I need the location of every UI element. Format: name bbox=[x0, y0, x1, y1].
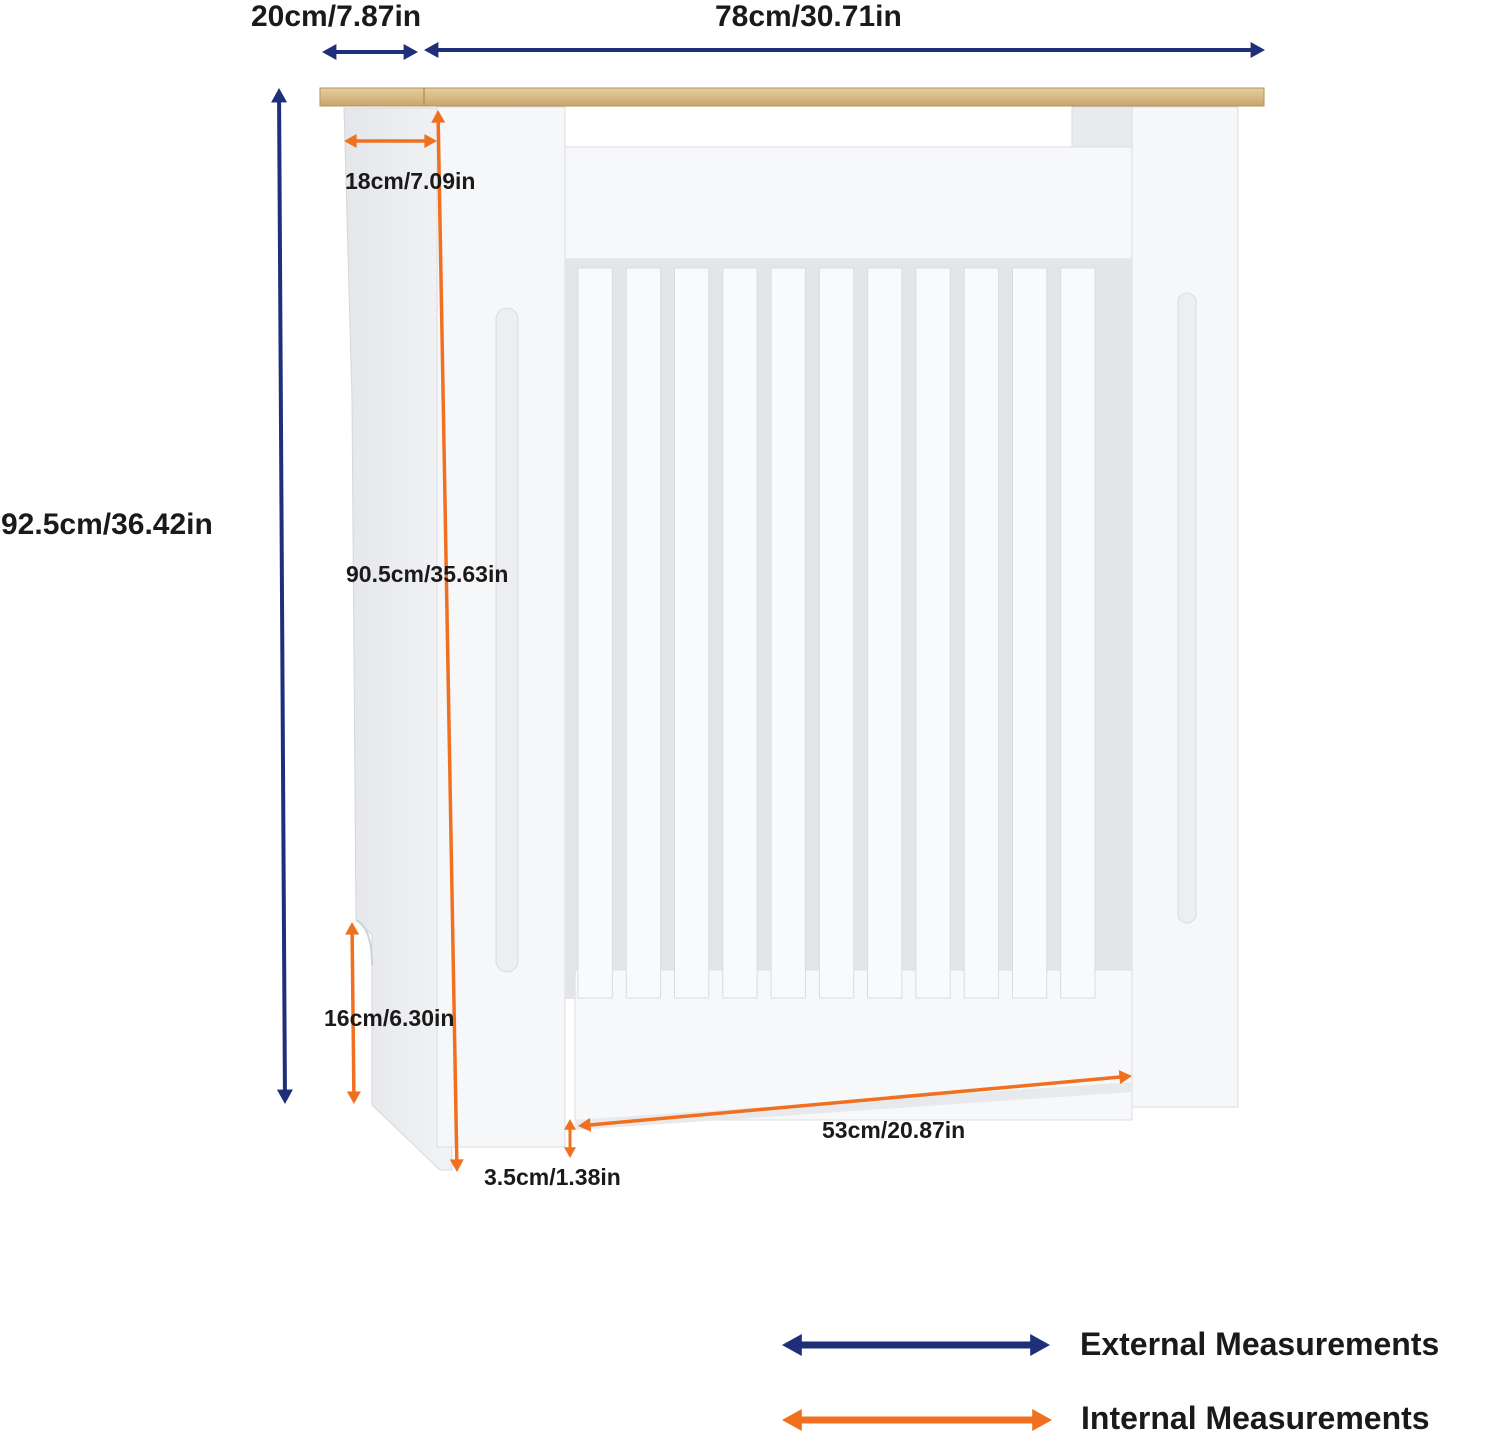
inner-width-arrow bbox=[578, 1070, 1132, 1132]
legend-internal-arrow bbox=[782, 1409, 1052, 1431]
slat bbox=[577, 267, 613, 999]
slat bbox=[1012, 267, 1048, 999]
internal-height-label: 90.5cm/35.63in bbox=[346, 561, 509, 587]
slat bbox=[722, 267, 758, 999]
external-width-arrow bbox=[424, 42, 1265, 58]
external-depth-label: 20cm/7.87in bbox=[251, 0, 422, 33]
dimension-arrows bbox=[271, 42, 1265, 1431]
external-height-label: 92.5cm/36.42in bbox=[1, 508, 213, 541]
slat bbox=[674, 267, 710, 999]
legend-external-arrow bbox=[782, 1334, 1050, 1356]
internal-depth-label: 18cm/7.09in bbox=[345, 168, 476, 194]
legend-external-label: External Measurements bbox=[1080, 1326, 1440, 1362]
external-width-label: 78cm/30.71in bbox=[715, 0, 902, 33]
bottom-clearance-label: 3.5cm/1.38in bbox=[484, 1164, 621, 1190]
internal-depth-arrow bbox=[344, 134, 437, 148]
slat bbox=[963, 267, 1000, 999]
front-left-pillar bbox=[436, 106, 566, 1148]
legend-internal-label: Internal Measurements bbox=[1081, 1400, 1430, 1436]
bottom-clearance-arrow bbox=[564, 1119, 576, 1158]
wooden-top bbox=[319, 87, 1265, 107]
slat-grille bbox=[577, 267, 1096, 999]
foot-cutout-height-label: 16cm/6.30in bbox=[324, 1005, 455, 1031]
inner-width-label: 53cm/20.87in bbox=[822, 1117, 966, 1143]
external-height-arrow bbox=[271, 88, 293, 1104]
internal-height-arrow bbox=[431, 110, 464, 1172]
slat bbox=[915, 267, 951, 999]
foot-cutout-arrow bbox=[345, 922, 361, 1104]
slat bbox=[770, 267, 806, 999]
slat bbox=[625, 267, 662, 999]
front-right-pillar bbox=[1071, 106, 1239, 1108]
slat bbox=[867, 267, 903, 999]
external-depth-arrow bbox=[322, 44, 418, 60]
slat bbox=[1060, 267, 1096, 999]
slat bbox=[818, 267, 855, 999]
